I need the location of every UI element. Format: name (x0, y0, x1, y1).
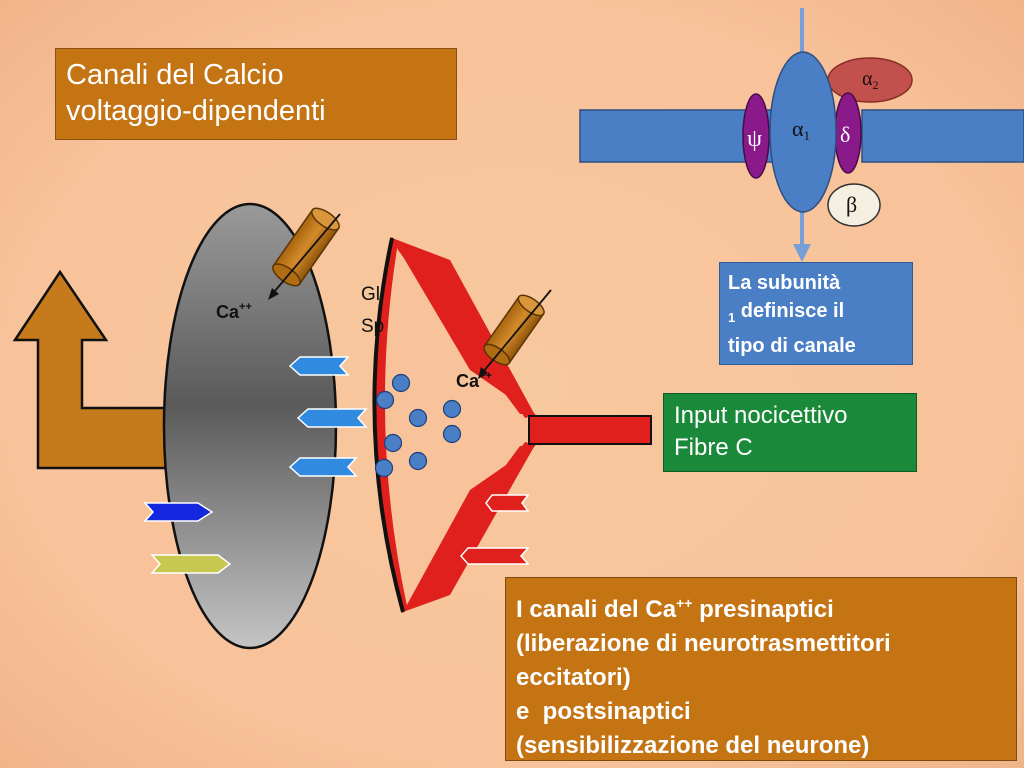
neurotransmitter-dot (442, 424, 462, 444)
summary-line-4: e postsinaptici (516, 698, 691, 725)
postsynaptic-receptor-1 (288, 356, 350, 376)
terminal-lower-wedge (403, 445, 535, 612)
output-arrow (12, 269, 174, 470)
input-line-2: Fibre C (674, 434, 753, 461)
receptor-yellow-green (150, 554, 232, 574)
psi-subunit (742, 93, 770, 179)
neurotransmitter-dot (374, 458, 394, 478)
summary-line-3: eccitatori) (516, 664, 631, 691)
presynaptic-ca-arrow (482, 289, 552, 373)
sp-label: Sp (361, 316, 384, 337)
membrane-right (861, 109, 1024, 163)
presynaptic-ca-label: Ca++ (456, 370, 492, 391)
presynaptic-calcium-channel (483, 294, 545, 366)
neurotransmitter-dot (391, 373, 411, 393)
neurotransmitter-dot (375, 390, 395, 410)
title-line-2: voltaggio-dipendenti (66, 95, 326, 127)
title-line-1: Canali del Calcio (66, 59, 284, 91)
postsynaptic-ca-label: Ca++ (216, 301, 252, 322)
input-nocicettivo-box: Input nocicettivo Fibre C (663, 393, 917, 472)
neurotransmitter-dot (383, 433, 403, 453)
neurotransmitter-dot (408, 451, 428, 471)
axon-fiber (528, 415, 652, 445)
neurotransmitter-dot (442, 399, 462, 419)
input-line-1: Input nocicettivo (674, 402, 848, 429)
delta-label: δ (840, 122, 850, 147)
summary-line-2: (liberazione di neurotrasmettitori (516, 630, 891, 657)
subunit-line-2-sub: 1 (728, 310, 736, 325)
presynaptic-receptor-2 (460, 547, 530, 565)
alpha1-subunit (769, 51, 837, 213)
psi-label: ψ (747, 126, 762, 152)
postsynaptic-ca-arrowhead (268, 288, 279, 300)
summary-line-5: (sensibilizzazione del neurone) (516, 732, 870, 759)
subunit-line-1: La subunità (728, 272, 841, 294)
summary-line-1-pre: I canali del Ca (516, 596, 677, 623)
neurotransmitter-dot (408, 408, 428, 428)
title-box: Canali del Calcio voltaggio-dipendenti (55, 48, 457, 140)
summary-line-1-sup: ++ (676, 595, 693, 611)
postsynaptic-receptor-2 (296, 408, 368, 428)
terminal-cleft-shape (384, 243, 530, 606)
summary-line-1: I canali del Ca++ presinaptici (516, 586, 1006, 627)
summary-line-1-post: presinaptici (692, 596, 834, 623)
summary-box: I canali del Ca++ presinaptici (liberazi… (505, 577, 1017, 761)
receptor-dark-blue (143, 502, 214, 522)
gl-label: Gl (361, 284, 380, 305)
alpha2-label: α2 (862, 68, 878, 92)
subunit-line-2: 1 definisce il (728, 297, 904, 332)
alpha1-label: α1 (792, 116, 810, 143)
beta-label: β (846, 192, 857, 217)
subunit-line-3: tipo di canale (728, 335, 856, 357)
postsynaptic-ca-arrow (273, 213, 341, 293)
subunit-line-2-rest: definisce il (735, 300, 845, 322)
postsynaptic-calcium-channel (272, 207, 340, 287)
terminal-upper-wedge (392, 238, 535, 415)
presynaptic-ca-arrowhead (478, 367, 488, 379)
beta-subunit (827, 183, 881, 227)
postsynaptic-receptor-3 (288, 457, 358, 477)
subunit-info-box: La subunità 1 definisce il tipo di canal… (719, 262, 913, 365)
presynaptic-receptor-1 (485, 494, 530, 512)
presynaptic-membrane (372, 237, 405, 613)
channel-arrow-head (793, 244, 811, 262)
